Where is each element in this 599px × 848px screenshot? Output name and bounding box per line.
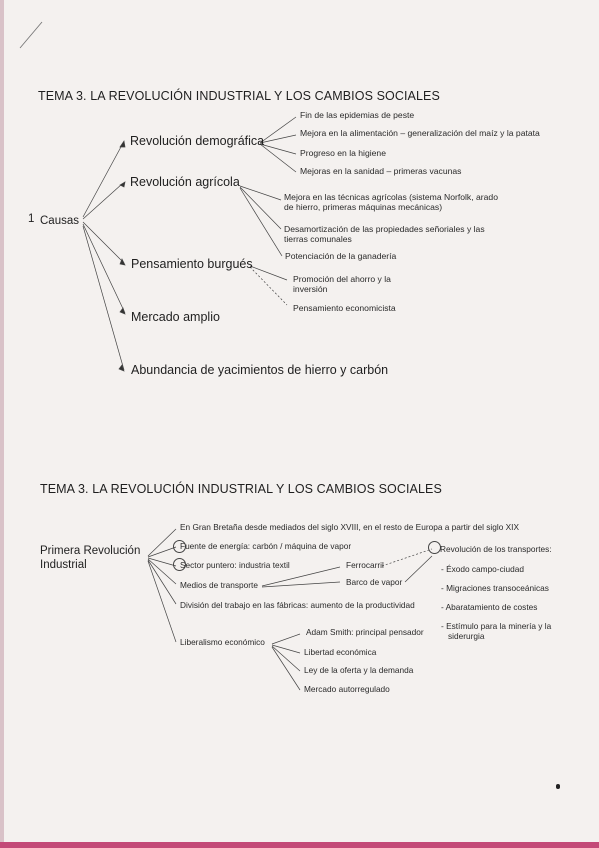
branch-revolucion-agricola: Revolución agrícola xyxy=(130,175,240,189)
liberalismo-item: Libertad económica xyxy=(304,647,377,657)
circle-mark xyxy=(428,541,441,554)
line-dem-2 xyxy=(259,134,297,144)
line-lib-1 xyxy=(271,633,301,645)
liberalismo-item: Ley de la oferta y la demanda xyxy=(304,665,414,675)
line-pri-1 xyxy=(147,528,177,557)
page-edge-left xyxy=(0,0,4,848)
branch-pensamiento-burgues: Pensamiento burgués xyxy=(131,257,253,271)
page-edge-bottom xyxy=(0,842,599,848)
agricola-item: Desamortización de las propiedades señor… xyxy=(284,224,485,234)
branch-mercado-amplio: Mercado amplio xyxy=(131,310,220,324)
item-liberalismo: Liberalismo económico xyxy=(180,637,265,647)
causas-number: 1 xyxy=(28,213,35,225)
burgues-item: Promoción del ahorro y la xyxy=(293,274,391,284)
line-lib-3 xyxy=(271,645,301,672)
burgues-item: Pensamiento economicista xyxy=(293,303,396,313)
line-dem-1 xyxy=(259,116,297,144)
demografica-item: Progreso en la higiene xyxy=(300,148,386,158)
line-pri-6 xyxy=(147,560,177,643)
line-pri-5 xyxy=(147,559,177,605)
agricola-item: tierras comunales xyxy=(284,234,352,244)
pencil-mark xyxy=(19,21,43,49)
arrowhead xyxy=(118,364,125,372)
line-agr-1 xyxy=(239,185,282,201)
causas-label: Causas xyxy=(40,215,79,227)
line-dem-3 xyxy=(259,143,297,155)
line-causas-demografica xyxy=(82,144,123,218)
primera-revolucion-label-line2: Industrial xyxy=(40,559,87,571)
line-dem-4 xyxy=(259,143,297,173)
arrowhead xyxy=(119,181,126,188)
arrowhead xyxy=(119,258,126,266)
line-causas-agricola xyxy=(82,183,123,220)
demografica-item: Mejora en la alimentación – generalizaci… xyxy=(300,128,540,138)
item-gran-bretana: En Gran Bretaña desde mediados del siglo… xyxy=(180,522,519,532)
agricola-item: Potenciación de la ganadería xyxy=(285,251,397,261)
line-agr-3 xyxy=(239,187,283,257)
burgues-item: inversión xyxy=(293,284,328,294)
line-bur-2 xyxy=(249,266,288,306)
agricola-item: de hierro, primeras máquinas mecánicas) xyxy=(284,202,443,212)
line-bur-1 xyxy=(249,265,288,281)
demografica-item: Mejoras en la sanidad – primeras vacunas xyxy=(300,166,462,176)
transport-ferrocarril: Ferrocarril xyxy=(346,560,384,570)
arrowhead xyxy=(119,140,126,148)
primera-revolucion-label: Primera Revolución xyxy=(40,545,141,557)
section1-title: TEMA 3. LA REVOLUCIÓN INDUSTRIAL Y LOS C… xyxy=(38,89,440,103)
revolucion-transportes-item: - Éxodo campo-ciudad xyxy=(441,564,525,574)
liberalismo-item: Mercado autorregulado xyxy=(304,684,390,694)
transport-barco-vapor: Barco de vapor xyxy=(346,577,403,587)
line-medios-ferro xyxy=(261,566,341,587)
circle-mark xyxy=(173,558,186,571)
arrowhead xyxy=(119,307,126,315)
line-causas-abundancia xyxy=(82,225,125,371)
line-agr-2 xyxy=(239,186,282,230)
line-medios-barco xyxy=(261,581,341,588)
line-pri-3 xyxy=(147,557,177,567)
item-sector-puntero: Sector puntero: industria textil xyxy=(180,560,290,570)
item-medios-transporte: Medios de transporte xyxy=(180,580,258,590)
line-lib-2 xyxy=(271,644,301,654)
circle-mark xyxy=(173,540,186,553)
item-division-trabajo: División del trabajo en las fábricas: au… xyxy=(180,600,415,610)
item-fuente-energia: Fuente de energía: carbón / máquina de v… xyxy=(180,541,352,551)
line-lib-4 xyxy=(271,646,301,691)
revolucion-transportes-item: - Abaratamiento de costes xyxy=(441,602,538,612)
branch-abundancia-yacimientos: Abundancia de yacimientos de hierro y ca… xyxy=(131,363,389,377)
liberalismo-item: Adam Smith: principal pensador xyxy=(306,627,424,637)
revolucion-transportes-item: - Migraciones transoceánicas xyxy=(441,583,549,593)
revolucion-transportes-title: Revolución de los transportes: xyxy=(440,544,552,554)
line-causas-mercado xyxy=(82,223,126,314)
revolucion-transportes-item: - Estímulo para la minería y la xyxy=(441,621,552,631)
line-pri-2 xyxy=(147,546,177,558)
agricola-item: Mejora en las técnicas agrícolas (sistem… xyxy=(284,192,498,202)
branch-revolucion-demografica: Revolución demográfica xyxy=(130,134,265,148)
demografica-item: Fin de las epidemias de peste xyxy=(300,110,415,120)
line-barco-rev xyxy=(404,555,433,583)
line-ferro-rev xyxy=(381,548,433,567)
line-pri-4 xyxy=(147,558,177,585)
section2-title: TEMA 3. LA REVOLUCIÓN INDUSTRIAL Y LOS C… xyxy=(40,482,442,496)
revolucion-transportes-item: siderurgia xyxy=(448,631,485,641)
line-causas-burgues xyxy=(82,221,125,264)
ink-dot xyxy=(556,784,560,789)
